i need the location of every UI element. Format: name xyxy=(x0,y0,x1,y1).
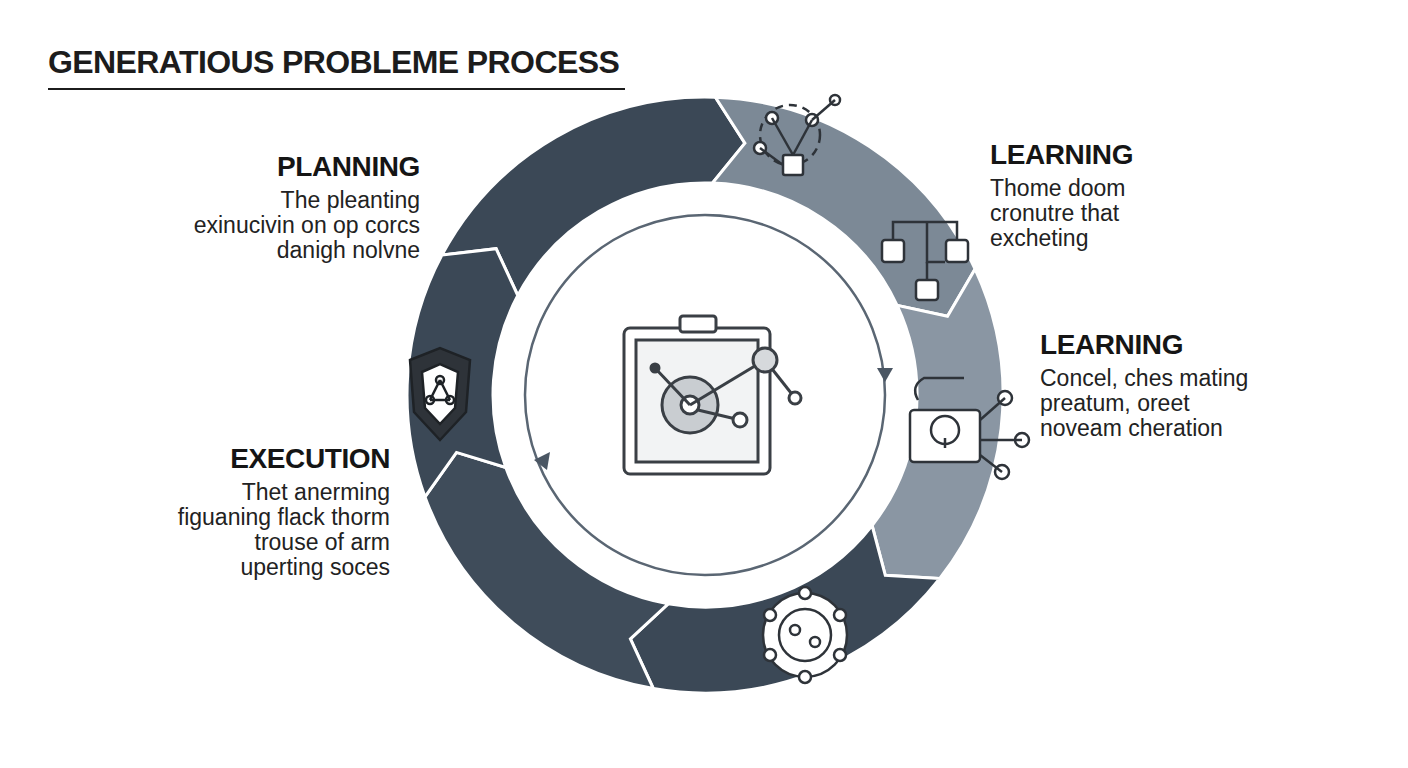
cycle-ring xyxy=(407,97,1003,693)
lab-icon xyxy=(910,378,1029,479)
stage-heading: EXECUTION xyxy=(175,442,390,476)
ring-segment xyxy=(407,249,518,497)
ring-segment xyxy=(712,97,975,316)
stage-label: EXECUTION Thet anerming figuaning flack t… xyxy=(175,442,390,580)
stage-heading: LEARNING xyxy=(990,138,1180,172)
shield-network-icon xyxy=(410,348,470,440)
stage-description: Concel, ches mating preatum, oreet novea… xyxy=(1040,366,1255,441)
ring-segment xyxy=(872,269,1003,578)
title-underline xyxy=(48,88,625,90)
diagram-title: GENERATIOUS PROBLEME PROCESS xyxy=(48,44,619,81)
stage-heading: PLANNING xyxy=(185,150,420,184)
ring-segment xyxy=(630,526,939,694)
stage-description: Thome doom cronutre that excheting xyxy=(990,176,1180,251)
stage-description: Thet anerming figuaning flack thorm trou… xyxy=(175,480,390,580)
cycle-arrowhead xyxy=(877,368,893,382)
network-icon xyxy=(754,95,840,175)
stage-label: LEARNING Concel, ches mating preatum, ore… xyxy=(1040,328,1255,441)
ring-segment xyxy=(425,452,668,688)
center-clipboard-icon xyxy=(624,316,801,474)
cycle-arrowhead xyxy=(534,452,550,470)
cycle-icon xyxy=(763,587,847,683)
flowchart-icon xyxy=(882,222,968,300)
stage-heading: LEARNING xyxy=(1040,328,1255,362)
inner-cycle-line xyxy=(525,215,885,575)
stage-label: LEARNING Thome doom cronutre that excheti… xyxy=(990,138,1180,251)
stage-description: The pleanting exinucivin on op corcs dan… xyxy=(185,188,420,263)
stage-label: PLANNING The pleanting exinucivin on op c… xyxy=(185,150,420,263)
